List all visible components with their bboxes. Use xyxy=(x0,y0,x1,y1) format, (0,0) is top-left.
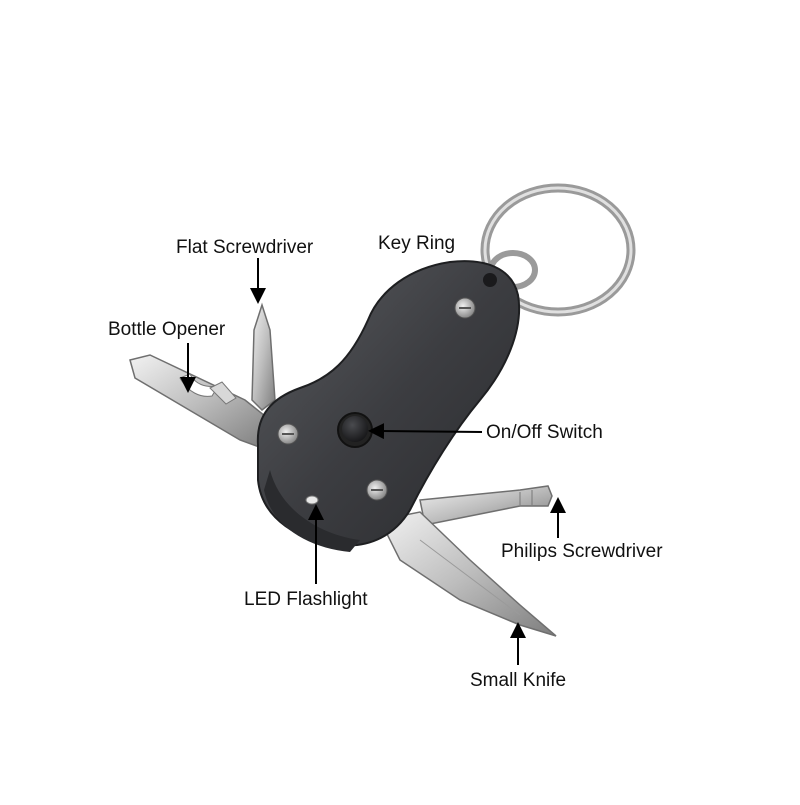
label-philips-screwdriver: Philips Screwdriver xyxy=(501,541,663,562)
flat-screwdriver-blade xyxy=(251,302,276,411)
on-off-switch-button xyxy=(337,412,373,448)
label-led-flashlight: LED Flashlight xyxy=(244,589,368,610)
led-flashlight-lens xyxy=(305,495,319,505)
arrow-on-off-switch xyxy=(368,423,483,440)
label-flat-screwdriver: Flat Screwdriver xyxy=(176,237,314,258)
philips-screwdriver-blade xyxy=(419,485,553,526)
tool-body xyxy=(256,260,521,552)
pointer-arrows xyxy=(180,258,566,665)
bottle-opener-blade xyxy=(129,354,271,449)
label-bottle-opener: Bottle Opener xyxy=(108,319,226,340)
label-on-off-switch: On/Off Switch xyxy=(486,422,603,443)
label-key-ring: Key Ring xyxy=(378,233,456,254)
label-small-knife: Small Knife xyxy=(470,670,567,691)
small-knife-blade xyxy=(378,511,557,637)
